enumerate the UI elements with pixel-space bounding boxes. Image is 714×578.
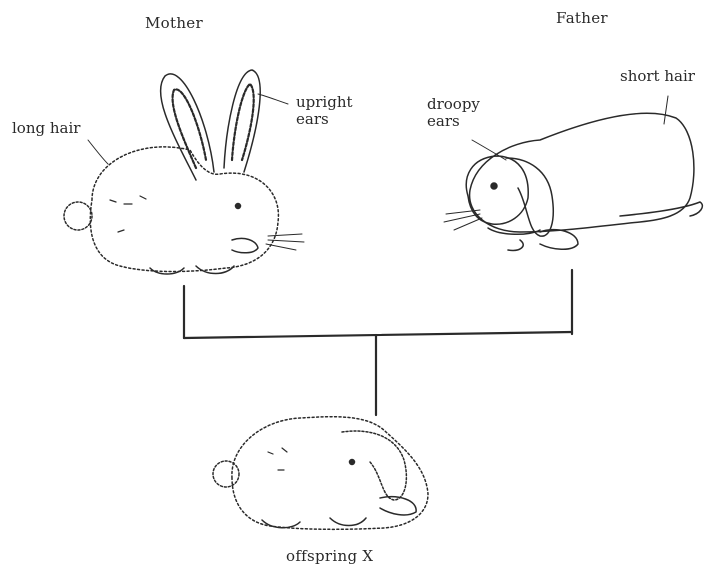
offspring-fur-marks	[268, 448, 287, 470]
father-hair-pointer	[664, 96, 668, 124]
upright-ears-line1: upright	[296, 94, 353, 111]
droopy-ears-line1: droopy	[427, 96, 480, 113]
offspring-label: offspring X	[286, 548, 373, 565]
parent-join-line	[184, 332, 572, 338]
offspring-eye	[350, 460, 355, 465]
father-eye	[491, 183, 497, 189]
long-hair-label: long hair	[12, 120, 80, 137]
mother-right-ear	[224, 70, 260, 172]
upright-ears-pointer	[258, 94, 288, 104]
father-label: Father	[556, 10, 608, 27]
mother-left-ear	[161, 74, 214, 180]
father-rabbit-drawing	[444, 96, 702, 250]
long-hair-pointer	[88, 140, 108, 164]
mother-fur-marks	[110, 196, 146, 232]
offspring-feet	[262, 497, 416, 528]
short-hair-label: short hair	[620, 68, 695, 85]
offspring-rabbit-drawing	[213, 417, 428, 530]
father-back-foot	[620, 202, 702, 216]
mother-label: Mother	[145, 15, 203, 32]
mother-eye	[236, 204, 241, 209]
upright-ears-line2: ears	[296, 111, 329, 128]
mother-rabbit-drawing	[64, 70, 304, 274]
father-droopy-ear	[506, 158, 553, 236]
mother-left-ear-inner	[173, 89, 206, 168]
mother-tail	[64, 202, 92, 230]
father-body	[470, 113, 694, 232]
offspring-tail	[213, 461, 239, 487]
mother-feet	[150, 238, 258, 274]
pedigree-lines	[184, 270, 572, 415]
upright-ears-label: upright ears	[296, 94, 353, 129]
offspring-body	[232, 417, 428, 530]
droopy-ears-label: droopy ears	[427, 96, 480, 131]
droopy-ears-line2: ears	[427, 113, 460, 130]
mother-whiskers	[266, 234, 304, 250]
